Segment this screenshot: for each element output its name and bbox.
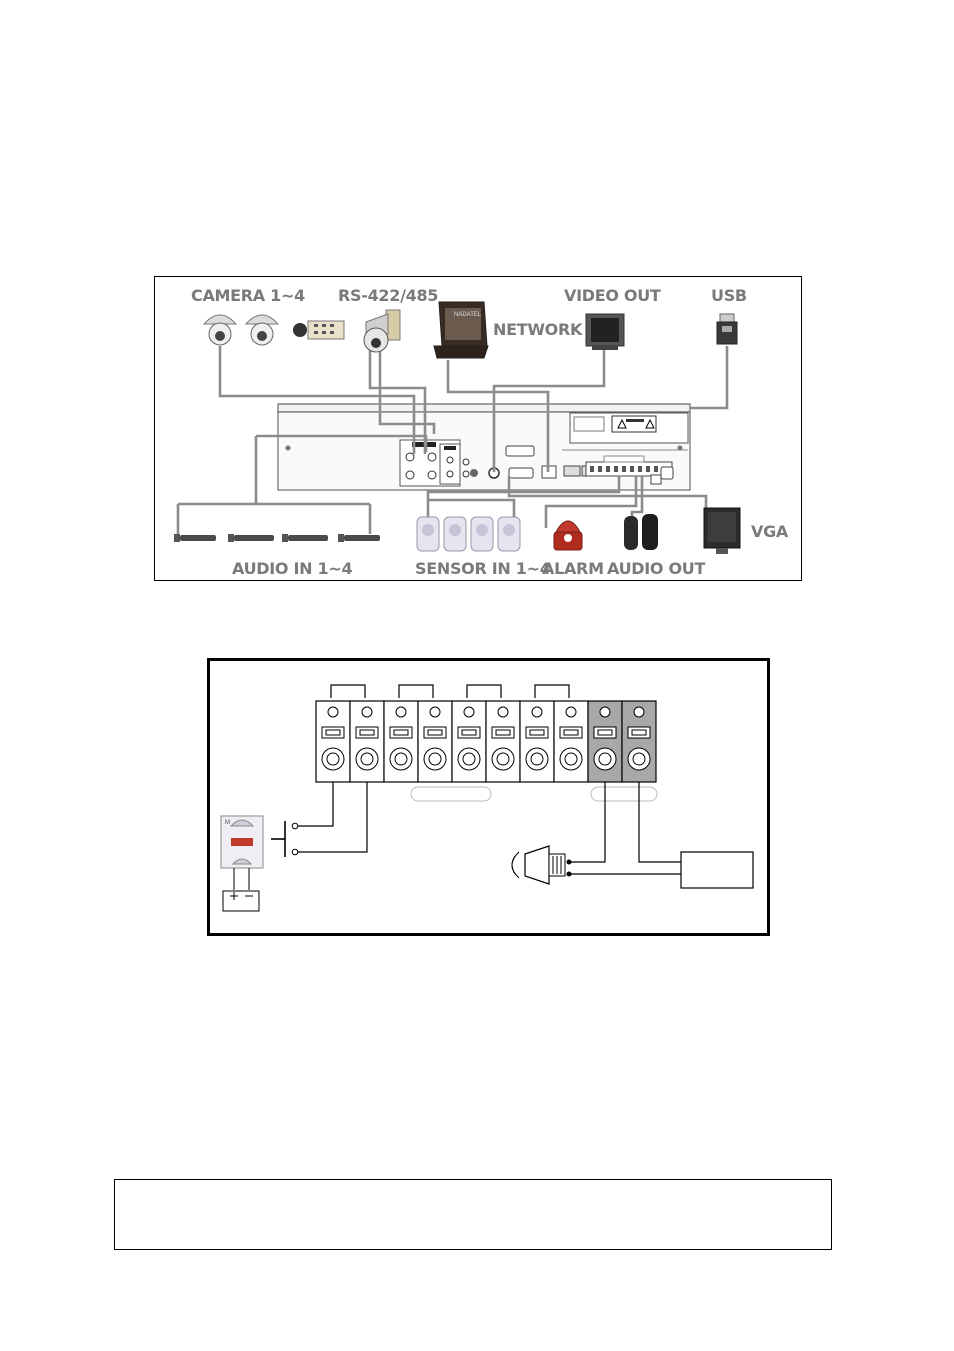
terminal-slot — [417, 700, 453, 783]
label-camera: CAMERA 1~4 — [191, 286, 305, 305]
motion-sensor-icon — [470, 516, 494, 552]
label-audio-out: AUDIO OUT — [607, 559, 705, 578]
terminal-slot — [587, 700, 623, 783]
svg-text:M: M — [225, 820, 230, 826]
alarm-siren-icon — [553, 520, 583, 551]
label-vga: VGA — [751, 522, 789, 541]
crt-monitor-icon — [585, 313, 625, 350]
terminal-slot — [553, 700, 589, 783]
motion-sensor-icon — [416, 516, 440, 552]
microphone-icon — [174, 534, 216, 542]
microphone-icon — [282, 534, 328, 542]
label-alarm: ALARM — [542, 559, 604, 578]
sensor-terminal-label-slot — [410, 786, 492, 802]
battery-icon — [222, 868, 260, 912]
label-usb: USB — [711, 286, 747, 305]
terminal-slot — [315, 700, 351, 783]
label-audio-in: AUDIO IN 1~4 — [232, 559, 352, 578]
wiring — [295, 782, 681, 875]
dome-camera-icon — [202, 314, 238, 346]
motion-sensor-icon — [497, 516, 521, 552]
label-video-out: VIDEO OUT — [564, 286, 661, 305]
siren-terminal-dot — [566, 859, 572, 865]
note-box — [114, 1179, 832, 1250]
usb-stick-icon — [716, 313, 738, 345]
dvr-rear-panel — [277, 403, 691, 491]
terminal-slot — [451, 700, 487, 783]
switch-contact — [291, 822, 299, 830]
label-network: NETWORK — [493, 320, 583, 339]
laptop-icon: NADATEL — [433, 301, 489, 359]
sensor-group — [416, 516, 521, 552]
terminal-diagram: M — [207, 658, 770, 936]
lcd-monitor-icon — [703, 507, 741, 554]
connection-diagram: CAMERA 1~4 RS-422/485 NETWORK VIDEO OUT … — [154, 276, 802, 581]
ptz-camera-icon — [363, 309, 401, 353]
box-camera-icon — [293, 320, 345, 340]
alarm-terminal-label-slot — [590, 786, 658, 802]
microphone-icon — [228, 534, 274, 542]
microphone-icon — [338, 534, 380, 542]
sensor-device-icon: M — [220, 815, 264, 869]
laptop-brand: NADATEL — [454, 312, 482, 318]
terminal-slot — [519, 700, 555, 783]
motion-sensor-icon — [443, 516, 467, 552]
switch-contact — [291, 848, 299, 856]
label-rs485: RS-422/485 — [338, 286, 438, 305]
terminal-slot — [485, 700, 521, 783]
dome-camera-icon — [244, 314, 280, 346]
siren-icon — [511, 845, 566, 885]
camera-group — [202, 309, 401, 353]
terminal-slot — [383, 700, 419, 783]
label-sensor-in: SENSOR IN 1~4 — [415, 559, 551, 578]
siren-terminal-dot — [566, 871, 572, 877]
terminal-slot — [621, 700, 657, 783]
microphone-group — [174, 534, 380, 542]
terminal-block — [315, 700, 657, 783]
pair-brackets — [330, 684, 570, 698]
terminal-slot — [349, 700, 385, 783]
speaker-icon — [624, 514, 658, 550]
power-supply-box — [680, 851, 754, 889]
